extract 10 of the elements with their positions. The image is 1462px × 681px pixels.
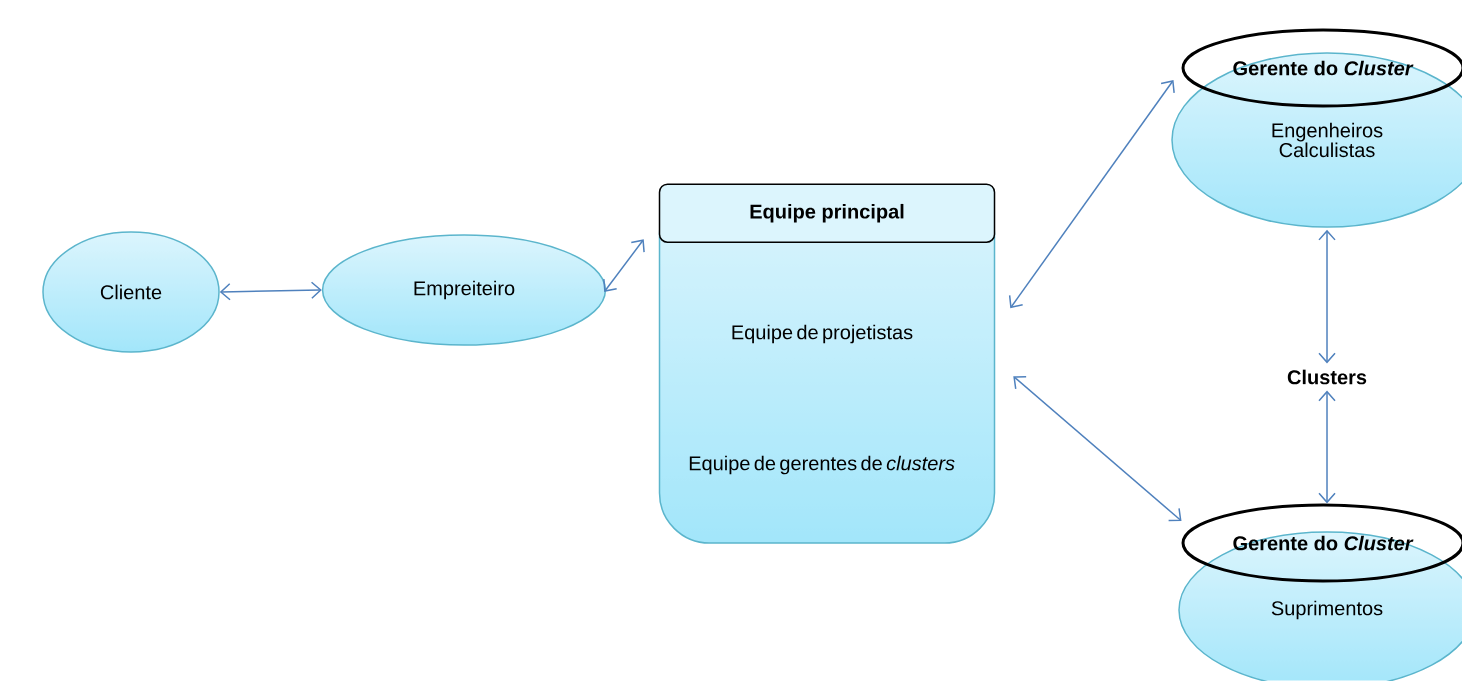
ellipse-node: Empreiteiro: [321, 234, 607, 346]
arrow: [219, 281, 322, 301]
arrow: [603, 239, 645, 292]
arrow: [1318, 229, 1336, 364]
arrow: [1013, 376, 1182, 522]
arrow: [1008, 80, 1175, 309]
ellipse-node: Cliente: [42, 231, 220, 353]
header-band: Equipe principal: [658, 183, 996, 243]
label-text: Clusters: [1287, 369, 1367, 385]
arrow: [1318, 390, 1336, 504]
